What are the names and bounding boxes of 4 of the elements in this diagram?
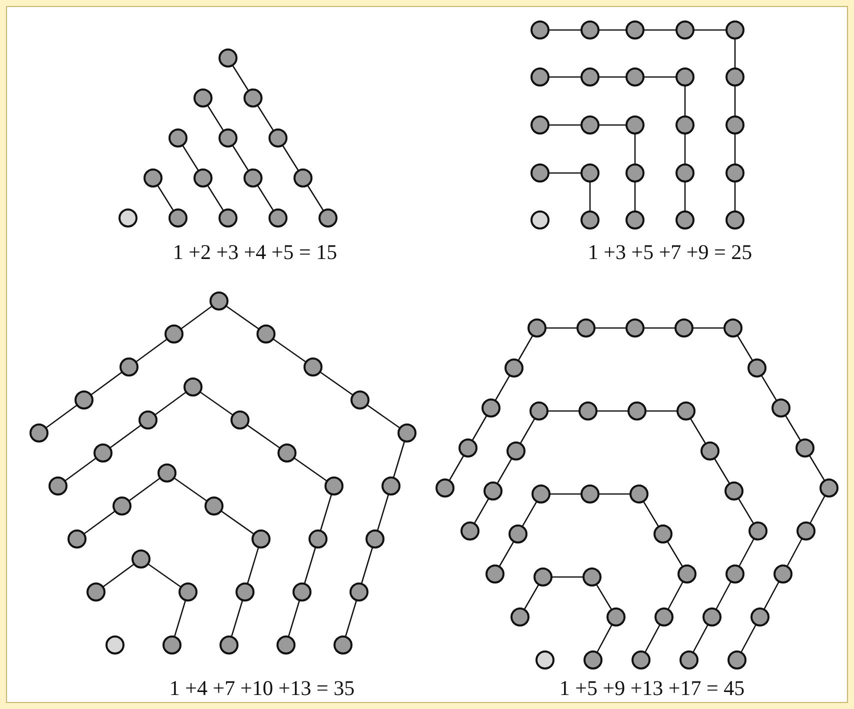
equation-text: 1 +4 +7 +10 +13 = 35 [169,676,355,701]
equation-text: 1 +3 +5 +7 +9 = 25 [588,240,752,265]
equation-text: 1 +2 +3 +4 +5 = 15 [172,240,338,265]
equation-text: 1 +5 +9 +13 +17 = 45 [559,676,745,701]
